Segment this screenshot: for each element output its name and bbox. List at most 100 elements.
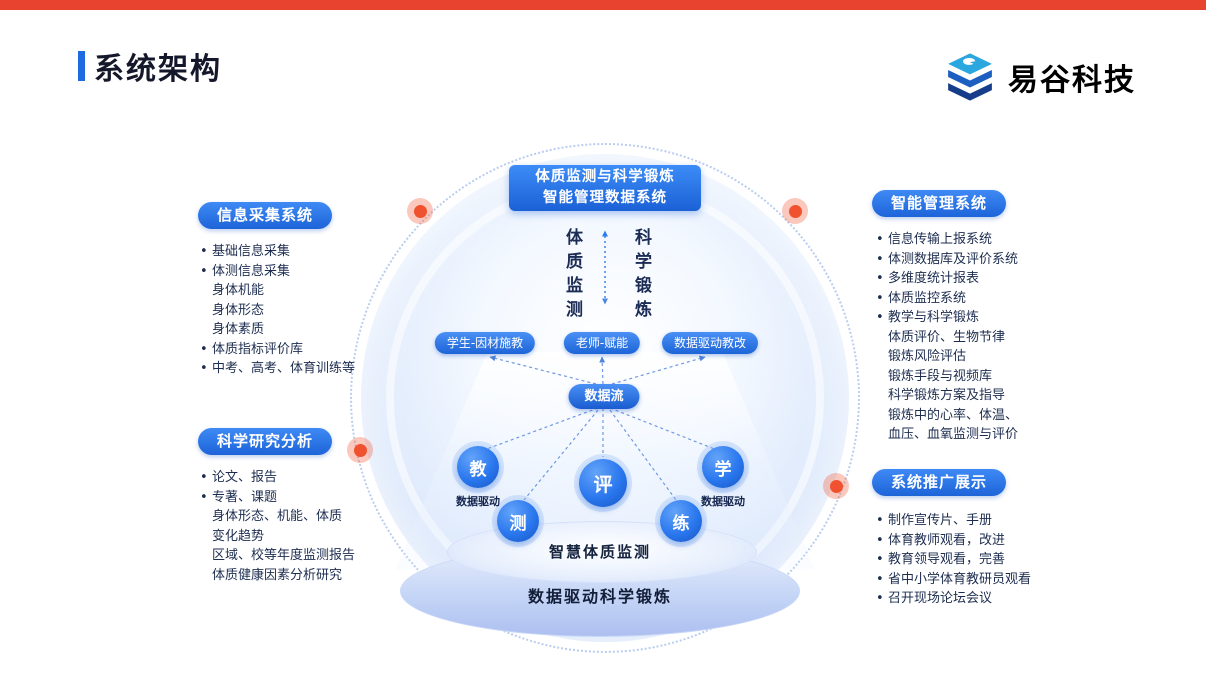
top-accent-bar: [0, 0, 1206, 10]
list-item-label: 论文、报告: [212, 470, 278, 485]
list-item: •体质指标评价库: [200, 340, 355, 360]
list-item: 变化趋势: [200, 527, 355, 547]
list-item-label: 教学与科学锻炼: [888, 310, 980, 325]
list-item-label: 身体形态: [212, 302, 265, 318]
panel-title-info-collection: 信息采集系统: [198, 202, 333, 229]
data-flow-pill: 数据流: [568, 384, 640, 409]
list-item-label: 身体机能: [212, 283, 265, 298]
accent-dot-mid-right: [823, 473, 849, 499]
list-item: 区域、校等年度监测报告: [200, 546, 355, 566]
bullet-icon: •: [876, 532, 884, 548]
list-item-label: 专著、课题: [212, 489, 278, 505]
list-item-label: 制作宣传片、手册: [888, 513, 993, 528]
list-item-label: 省中小学体育教研员观看: [888, 571, 1032, 587]
node-learn: 学: [702, 446, 744, 488]
banner-line2: 智能管理数据系统: [543, 190, 667, 206]
list-item-label: 基础信息采集: [212, 244, 291, 259]
node-evaluate: 评: [579, 459, 627, 507]
list-item-label: 中考、高考、体育训练等: [212, 361, 356, 376]
list-item-label: 血压、血氧监测与评价: [888, 427, 1019, 442]
logo-text: 易谷科技: [1008, 63, 1136, 98]
accent-dot-mid-left: [347, 437, 373, 463]
list-item: 血压、血氧监测与评价: [876, 425, 1018, 445]
list-item-label: 锻炼风险评估: [888, 349, 967, 364]
panel-title-promotion: 系统推广展示: [872, 469, 1007, 496]
logo-icon: [948, 53, 992, 101]
platform-label-monitoring: 智慧体质监测: [548, 543, 651, 561]
list-item-label: 锻炼手段与视频库: [888, 368, 993, 384]
list-item-label: 身体素质: [212, 322, 265, 337]
bullet-icon: •: [876, 232, 884, 247]
list-item-label: 区域、校等年度监测报告: [212, 548, 356, 563]
list-item-label: 体测信息采集: [212, 263, 291, 279]
list-item: • 教学与科学锻炼: [876, 308, 1018, 328]
panel-list-management: •信息传输上报系统•体测数据库及评价系统•多维度统计报表•体质监控系统•教学与科…: [876, 230, 1018, 445]
panel-title-management: 智能管理系统: [872, 190, 1007, 217]
list-item: •论文、报告: [200, 468, 355, 488]
pill-student: 学生-因材施教: [434, 332, 536, 354]
list-item: •省中小学体育教研员观看: [876, 570, 1031, 590]
data-driven-label-left: 数据驱动: [456, 495, 500, 508]
platform-ellipse-inner: [447, 521, 757, 583]
list-item: •体质监控系统: [876, 289, 1018, 309]
bullet-icon: •: [200, 263, 208, 279]
company-logo: 易谷科技: [942, 52, 1136, 102]
list-item-label: 体质评价、生物节律: [888, 329, 1006, 345]
list-item-label: 体测数据库及评价系统: [888, 251, 1019, 267]
list-item: • 基础信息采集: [200, 242, 355, 262]
list-item: 锻炼风险评估: [876, 347, 1018, 367]
banner-line1: 体质监测与科学锻炼: [535, 169, 675, 185]
vertical-text-monitoring: 体质监测: [562, 228, 582, 324]
panel-list-promotion: •制作宣传片、手册•体育教师观看，改进•教育领导观看，完善•省中小学体育教研员观…: [876, 511, 1031, 609]
header: 系统架构: [78, 44, 222, 88]
page-title: 系统架构: [94, 52, 222, 87]
bullet-icon: •: [876, 271, 884, 286]
list-item-label: 身体形态、机能、体质: [212, 509, 343, 524]
list-item: •召开现场论坛会议: [876, 589, 1031, 609]
list-item: • 制作宣传片、手册: [876, 511, 1031, 531]
list-item: 身体素质: [200, 320, 355, 340]
list-item: •体测信息采集: [200, 262, 355, 282]
title-accent-bar: [78, 51, 85, 81]
bullet-icon: •: [200, 361, 208, 376]
list-item: 体质健康因素分析研究: [200, 566, 355, 586]
bullet-icon: •: [200, 244, 208, 259]
node-teach: 教: [457, 446, 499, 488]
list-item-label: 体质指标评价库: [212, 341, 304, 357]
accent-dot-top-right: [782, 198, 808, 224]
bullet-icon: •: [200, 489, 208, 505]
bullet-icon: •: [200, 341, 208, 357]
list-item-label: 体质健康因素分析研究: [212, 567, 343, 583]
list-item: 锻炼手段与视频库: [876, 367, 1018, 387]
list-item: 体质评价、生物节律: [876, 328, 1018, 348]
list-item: • 中考、高考、体育训练等: [200, 359, 355, 379]
list-item-label: 锻炼中的心率、体温、: [888, 407, 1019, 423]
pill-teacher: 老师-赋能: [563, 332, 641, 354]
list-item: 锻炼中的心率、体温、: [876, 406, 1018, 426]
bullet-icon: •: [876, 513, 884, 528]
list-item-label: 教育领导观看，完善: [888, 552, 1006, 567]
list-item: •体育教师观看，改进: [876, 531, 1031, 551]
platform-label-exercise: 数据驱动科学锻炼: [527, 587, 672, 606]
list-item-label: 体质监控系统: [888, 290, 967, 306]
data-driven-label-right: 数据驱动: [701, 495, 745, 508]
panel-list-research: •论文、报告•专著、课题身体形态、机能、体质变化趋势区域、校等年度监测报告体质健…: [200, 468, 355, 585]
list-item: •专著、课题: [200, 488, 355, 508]
accent-dot-top-left: [407, 198, 433, 224]
list-item: 身体形态: [200, 301, 355, 321]
list-item: 科学锻炼方案及指导: [876, 386, 1018, 406]
list-item: •信息传输上报系统: [876, 230, 1018, 250]
bullet-icon: •: [876, 290, 884, 306]
panel-list-info-collection: •基础信息采集•体测信息采集身体机能身体形态身体素质•体质指标评价库•中考、高考…: [200, 242, 355, 379]
node-practice: 练: [660, 500, 702, 542]
list-item: 身体机能: [200, 281, 355, 301]
list-item-label: 变化趋势: [212, 528, 265, 544]
bullet-icon: •: [876, 591, 884, 606]
node-test: 测: [497, 500, 539, 542]
pill-data-reform: 数据驱动教改: [661, 332, 759, 354]
list-item-label: 科学锻炼方案及指导: [888, 388, 1006, 403]
list-item: •教育领导观看，完善: [876, 550, 1031, 570]
list-item: •多维度统计报表: [876, 269, 1018, 289]
bullet-icon: •: [876, 310, 884, 325]
